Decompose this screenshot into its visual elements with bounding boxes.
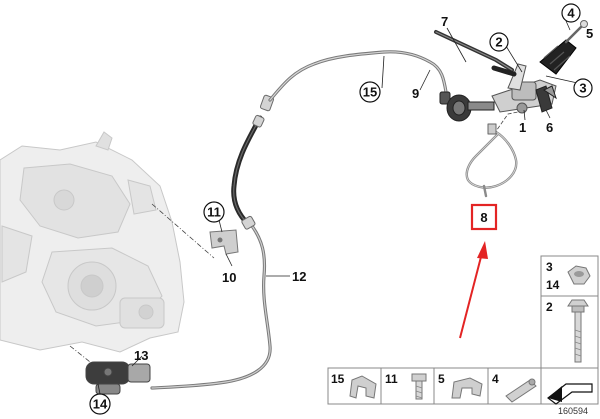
callout-9: 9 [412,86,419,101]
callout-11: 11 [203,201,225,223]
svg-text:3: 3 [579,81,586,96]
svg-text:11: 11 [207,205,221,220]
legend-item-11: 11 [385,372,398,386]
clutch-hose [231,115,263,227]
callout-10: 10 [222,270,236,285]
svg-text:2: 2 [495,35,502,50]
bolt-icon [567,299,589,363]
callout-15: 15 [359,81,381,103]
clutch-line-loop [465,123,518,198]
legend-bolt-label: 2 [546,300,553,314]
rubber-boot [539,39,577,75]
callout-13: 13 [134,348,148,363]
slave-cylinder [85,361,151,395]
clutch-damper [446,94,495,122]
callout-5: 5 [586,26,593,41]
clamp-icon [349,375,377,399]
legend-bottom: 15 11 5 4 [327,367,599,405]
legend-item-15: 15 [331,372,345,386]
svg-text:14: 14 [93,397,108,412]
screw-icon [411,373,427,400]
bent-arrow-icon [547,383,593,405]
pedal-rod [434,30,517,77]
clutch-line-upper [268,50,448,102]
callout-4: 4 [561,3,581,23]
callout-labels: 7 1 6 9 10 12 13 4 5 2 3 15 11 14 [89,3,593,415]
callout-14: 14 [89,393,111,415]
callout-3: 3 [573,78,593,98]
hex-nut-icon [567,265,591,285]
diagram-reference-number: 160594 [558,406,588,416]
callout-1: 1 [519,120,526,135]
hose-fittings [241,94,275,230]
legend-nut-label-1: 3 [546,260,553,274]
clip-part [535,85,557,113]
callout-6: 6 [546,120,553,135]
callout-2: 2 [489,32,509,52]
svg-text:8: 8 [480,210,487,225]
bracket [209,229,239,255]
guide-lines [69,111,519,363]
transmission-housing [0,131,185,353]
legend-item-5: 5 [438,372,445,386]
svg-text:15: 15 [363,85,377,100]
svg-text:4: 4 [567,6,575,21]
legend-right: 3 14 2 [540,255,599,369]
spring-clip-icon [451,377,483,399]
callout-12: 12 [292,269,306,284]
line-clip [439,91,451,105]
callout-8-highlighted[interactable]: 8 [470,203,498,231]
callout-leaders [97,13,583,395]
push-rod [564,20,588,44]
highlight-arrow [459,241,488,339]
legend-item-4: 4 [492,372,499,386]
pin-icon [505,378,537,403]
callout-7: 7 [441,14,448,29]
clutch-line-lower [150,224,272,390]
legend-nut-label-2: 14 [546,278,560,292]
